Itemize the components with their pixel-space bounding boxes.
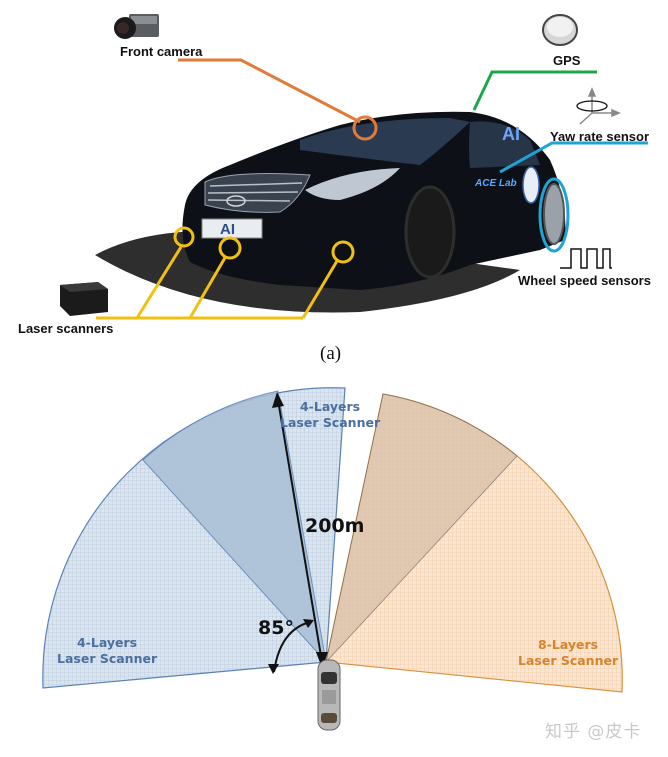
camera-icon xyxy=(114,14,159,39)
gps-label: GPS xyxy=(553,53,581,68)
wheel-highlight xyxy=(538,177,570,253)
figure-a-caption: (a) xyxy=(320,343,342,364)
front-4-layer-sector-overlap xyxy=(142,390,327,664)
door-logo-text: ACE Lab xyxy=(475,178,517,189)
watermark: 知乎 @皮卡 xyxy=(545,722,642,742)
car-top-view-icon xyxy=(317,659,341,731)
right-sector-title: 8-Layers xyxy=(537,637,599,652)
window-logo-text: AI xyxy=(502,124,520,144)
front-sector-subtitle: Laser Scanner xyxy=(280,415,381,430)
yaw-rate-sensor-label: Yaw rate sensor xyxy=(550,129,649,144)
front-camera-label: Front camera xyxy=(120,44,203,59)
range-label: 200m xyxy=(305,515,365,537)
pulse-wave-icon xyxy=(560,248,612,269)
front-sector-label: 4-Layers Laser Scanner xyxy=(280,399,380,431)
license-plate-text: AI xyxy=(220,221,235,238)
gps-antenna-icon xyxy=(542,14,578,46)
front-sector-title: 4-Layers xyxy=(299,399,361,414)
wheel-speed-sensors-label: Wheel speed sensors xyxy=(518,273,651,288)
left-sector-title: 4-Layers xyxy=(76,635,138,650)
laser-scanner-icon xyxy=(60,282,108,316)
left-sector-label: 4-Layers Laser Scanner xyxy=(57,635,157,667)
car-photo xyxy=(182,111,566,290)
overlap-sector xyxy=(325,393,518,664)
right-sector-label: 8-Layers Laser Scanner xyxy=(518,637,618,669)
left-sector-subtitle: Laser Scanner xyxy=(57,651,158,666)
laser-scanners-label: Laser scanners xyxy=(18,321,114,336)
right-sector-subtitle: Laser Scanner xyxy=(518,653,619,668)
range-arrow-head xyxy=(272,392,284,408)
rotation-axes-icon xyxy=(576,87,621,125)
angle-label: 85° xyxy=(258,617,294,639)
